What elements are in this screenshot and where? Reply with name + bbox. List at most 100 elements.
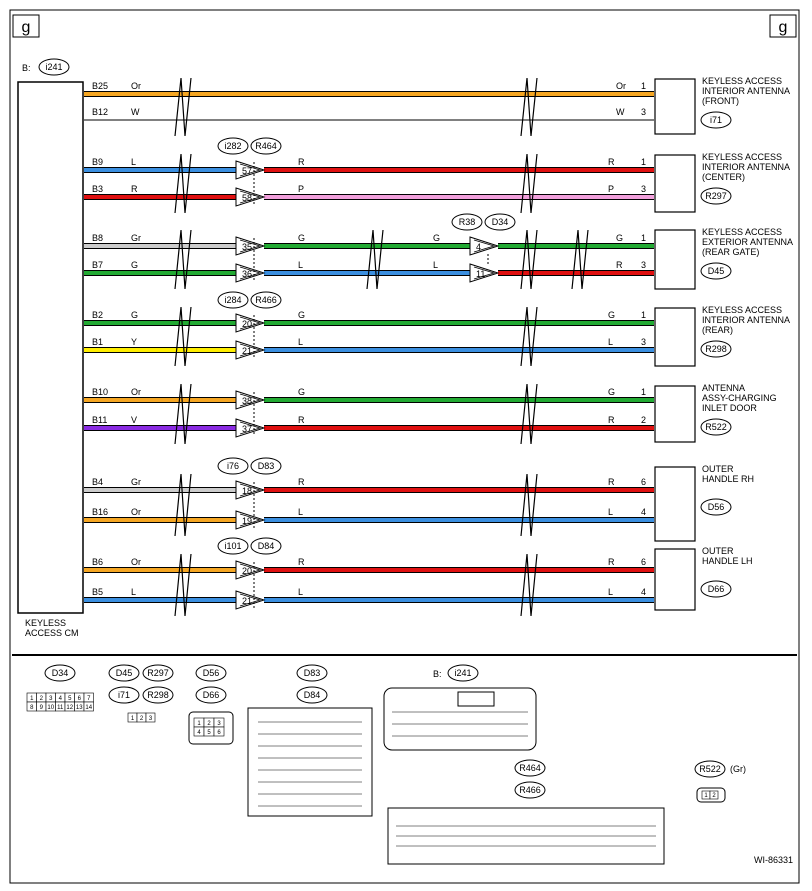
- legend-d34-grid-pin: 14: [85, 705, 92, 711]
- legend-r522: R522: [699, 764, 721, 774]
- component-name-line1: KEYLESS ACCESS: [702, 227, 782, 237]
- component-name-line1: KEYLESS ACCESS: [702, 305, 782, 315]
- connector-pin: 58: [235, 187, 266, 207]
- wire-color-code-right: R: [616, 260, 623, 270]
- wire-color-code-right: L: [608, 507, 613, 517]
- legend-r298: R298: [147, 690, 169, 700]
- legend-d66-bubble: [195, 686, 227, 704]
- component-pin-label: 4: [641, 507, 646, 517]
- connector-pin-number: 19: [242, 516, 252, 526]
- ecu-pin-label: B3: [92, 184, 103, 194]
- legend-i71: i71: [118, 690, 130, 700]
- component-code: D66: [708, 584, 725, 594]
- component-code: R298: [705, 344, 727, 354]
- legend-d66: D66: [203, 690, 220, 700]
- legend-d83-bubble: [296, 664, 328, 682]
- wire-break-mark: [174, 77, 192, 137]
- ecu-pin-label: B25: [92, 81, 108, 91]
- wire-color-code-right: R: [608, 477, 615, 487]
- ecu-name-line2: ACCESS CM: [25, 628, 79, 638]
- legend-d34-grid-pin: 6: [78, 696, 82, 702]
- junction-code: D84: [258, 541, 275, 551]
- legend-3pin-grid-pin: 3: [149, 716, 153, 722]
- component-name-line2: HANDLE RH: [702, 474, 754, 484]
- component-pin-label: 3: [641, 184, 646, 194]
- legend-i241-bubble: [447, 664, 479, 682]
- wire-color-code-right: W: [616, 107, 625, 117]
- legend-6pin-grid-pin: 5: [207, 730, 211, 736]
- wire-break-mark: [366, 229, 384, 290]
- ecu-pin-label: B6: [92, 557, 103, 567]
- ecu-box: [17, 81, 84, 614]
- legend-d34-grid-pin: 10: [47, 705, 54, 711]
- legend-6pin-grid-pin: 3: [217, 721, 221, 727]
- ecu-code: i241: [45, 62, 62, 72]
- component-code-bubble: [700, 498, 732, 516]
- component-name-line3: INLET DOOR: [702, 403, 757, 413]
- legend-6pin-grid-pin: 4: [197, 730, 201, 736]
- page-letter-right: g: [779, 19, 788, 36]
- component-pin-label: 1: [641, 157, 646, 167]
- connector-pin: 20: [235, 313, 266, 333]
- connector-pin-number: 37: [242, 424, 252, 434]
- legend-d83: D83: [304, 668, 321, 678]
- wire-color-code: Or: [131, 81, 141, 91]
- component-box: [654, 154, 696, 213]
- page-letter-box-right: [769, 14, 797, 38]
- legend-r297: R297: [147, 668, 169, 678]
- connector-pin-number: 35: [242, 242, 252, 252]
- connector-pin-number: 38: [242, 396, 252, 406]
- ecu-pin-label: B9: [92, 157, 103, 167]
- legend-d34-grid-pin: 3: [49, 696, 53, 702]
- component-pin-label: 3: [641, 107, 646, 117]
- legend-3pin-grid-cell: [145, 712, 156, 723]
- wire-color-code-mid: R: [298, 477, 305, 487]
- wire-color-code-mid: L: [298, 260, 303, 270]
- wire-break-layer: [174, 77, 589, 617]
- legend-b-prefix: B:: [433, 669, 442, 679]
- connector-pin: 21: [235, 590, 266, 610]
- wire-color-code: L: [131, 157, 136, 167]
- legend-d34: D34: [52, 668, 69, 678]
- wire-color-code: V: [131, 415, 137, 425]
- component-name-line2: INTERIOR ANTENNA: [702, 162, 790, 172]
- junction-code: i284: [224, 295, 241, 305]
- wire-color-code-mid: R: [298, 557, 305, 567]
- wire-color-code-mid2: L: [433, 260, 438, 270]
- wire-color-code-mid: L: [298, 337, 303, 347]
- wire-color-code: Y: [131, 337, 137, 347]
- component-code: D56: [708, 502, 725, 512]
- component-pin-label: 6: [641, 557, 646, 567]
- legend-r522-grid-pin: 1: [704, 793, 708, 799]
- wire-color-code-right: G: [608, 387, 615, 397]
- component-code: D45: [708, 266, 725, 276]
- wire-color-code: G: [131, 260, 138, 270]
- wire-color-code-mid2: G: [433, 233, 440, 243]
- component-name-line2: HANDLE LH: [702, 556, 753, 566]
- junction-code-bubble: [217, 457, 249, 475]
- wire-color-code-mid: G: [298, 310, 305, 320]
- legend-d34-grid-pin: 9: [40, 705, 44, 711]
- wire-color-code: W: [131, 107, 140, 117]
- wire-break-mark: [520, 229, 538, 290]
- component-pin-label: 1: [641, 310, 646, 320]
- ecu-pin-label: B12: [92, 107, 108, 117]
- legend-r297-bubble: [142, 664, 174, 682]
- ecu-pin-label: B10: [92, 387, 108, 397]
- wire-color-code-mid: G: [298, 233, 305, 243]
- ecu-pin-label: B4: [92, 477, 103, 487]
- legend-3pin-grid-pin: 2: [140, 716, 144, 722]
- legend-d34-grid-pin: 4: [59, 696, 63, 702]
- ecu-code-bubble: [38, 58, 70, 76]
- component-box: [654, 307, 696, 367]
- connector-pin: 4: [469, 236, 500, 256]
- legend-d56: D56: [203, 668, 220, 678]
- legend-r522-bubble: [694, 760, 726, 778]
- legend-i241-key: [457, 691, 495, 707]
